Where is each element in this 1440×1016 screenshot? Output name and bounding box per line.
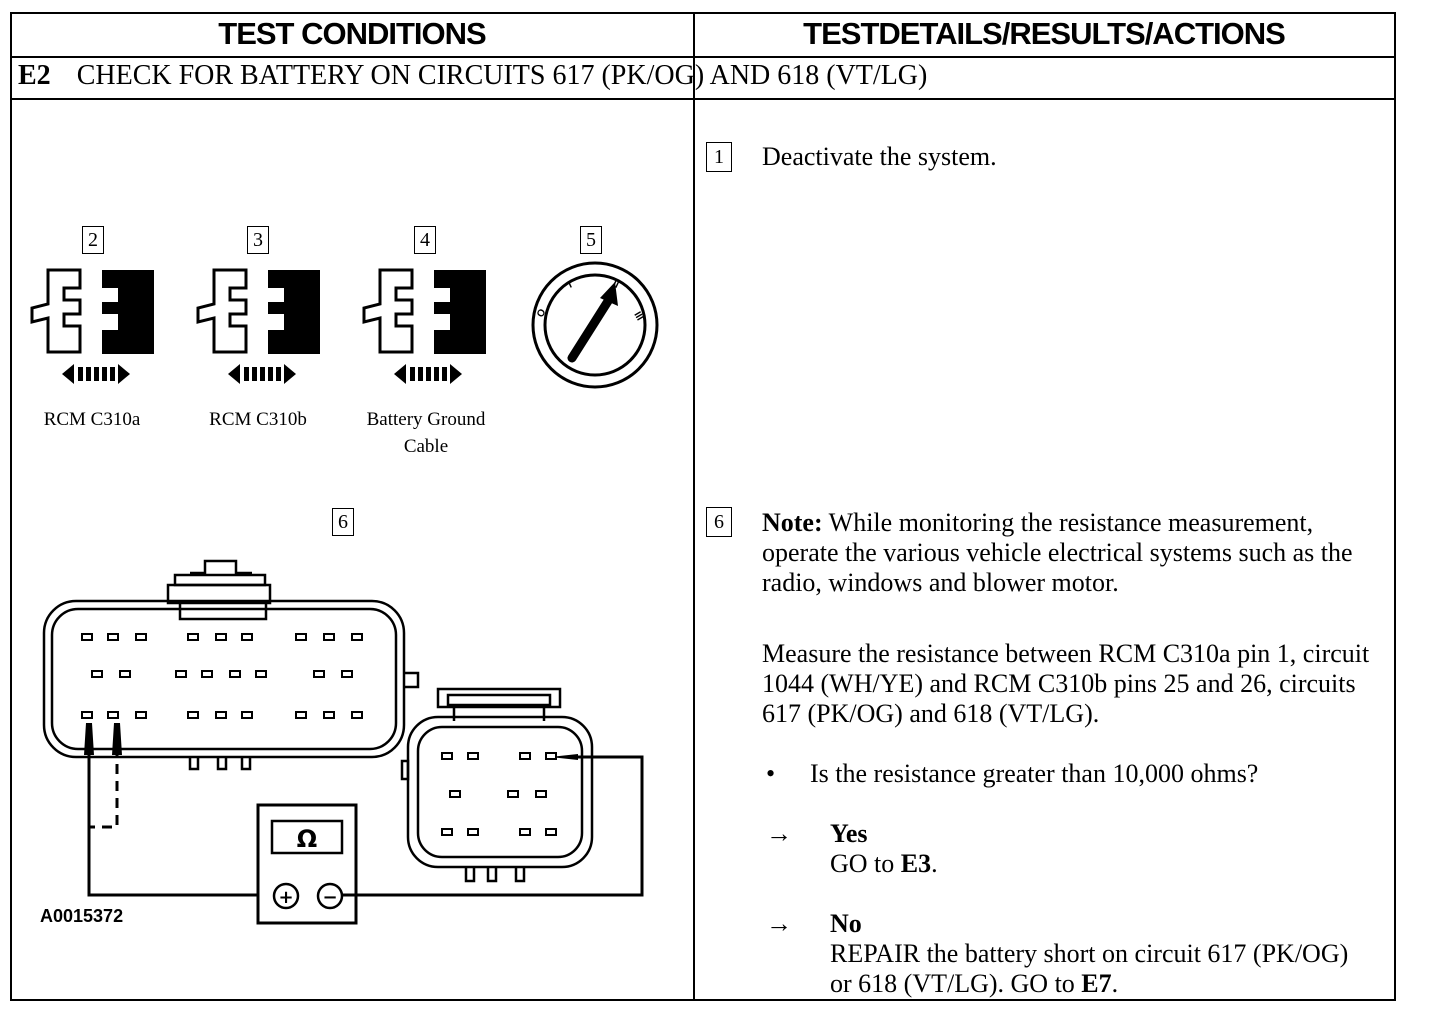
disconnect-icon-battery-ground (362, 268, 486, 384)
yes-action-suffix: . (931, 849, 938, 878)
ignition-switch-icon: O I II III (531, 261, 659, 389)
resistance-test-diagram: Ω + − (42, 559, 644, 925)
caption-battery-ground-line2: Cable (403, 436, 449, 457)
connector-c310b-icon (400, 687, 594, 883)
no-action-suffix: . (1111, 969, 1119, 998)
step-6-measure: Measure the resistance between RCM C310a… (762, 639, 1370, 728)
step-number-6-figure: 6 (332, 508, 354, 536)
step-title-text: CHECK FOR BATTERY ON CIRCUITS 617 (PK/OG… (76, 60, 928, 91)
ignition-pos-2: II (611, 279, 621, 291)
step-number-4: 4 (414, 226, 436, 254)
ohmmeter-icon: Ω + − (256, 803, 358, 925)
caption-battery-ground-line1: Battery Ground (366, 409, 486, 430)
connector-c310a-icon (42, 559, 420, 771)
header-test-conditions: TEST CONDITIONS (218, 16, 486, 51)
note-label: Note: (762, 508, 823, 537)
yes-action-link[interactable]: E3 (900, 849, 932, 878)
no-action-link[interactable]: E7 (1081, 969, 1112, 998)
column-divider (693, 14, 695, 999)
step-title: E2 CHECK FOR BATTERY ON CIRCUITS 617 (PK/… (18, 60, 927, 92)
header-divider (12, 56, 1394, 58)
caption-rcm-c310b: RCM C310b (209, 409, 307, 430)
meter-minus-terminal: − (322, 887, 337, 908)
no-action: REPAIR the battery short on circuit 617 … (830, 939, 1350, 999)
probe-c310a (84, 723, 266, 897)
no-action-prefix: REPAIR the battery short on circuit 617 … (830, 939, 1349, 998)
question-bullet: • (766, 759, 776, 788)
yes-arrow: → (766, 819, 792, 848)
no-label: No (830, 909, 862, 938)
meter-ohm-symbol: Ω (297, 825, 317, 853)
meter-plus-terminal: + (278, 887, 293, 908)
step-number-5: 5 (580, 226, 602, 254)
disconnect-icon-c310b (196, 268, 320, 384)
no-arrow: → (766, 909, 792, 938)
disconnect-icon-c310a (30, 268, 154, 384)
step-1-text: Deactivate the system. (762, 142, 997, 171)
step-number-2: 2 (82, 226, 104, 254)
caption-battery-ground-cable: Battery Ground Cable (346, 406, 506, 460)
step-number-6: 6 (706, 507, 732, 537)
connector-c310b-pins (441, 752, 557, 836)
yes-label: Yes (830, 819, 868, 848)
question-text: Is the resistance greater than 10,000 oh… (810, 759, 1259, 788)
step-code: E2 (18, 60, 51, 91)
header-test-details: TESTDETAILS/RESULTS/ACTIONS (803, 16, 1286, 51)
step-6-note: Note: While monitoring the resistance me… (762, 508, 1387, 598)
ignition-pos-1: I (567, 279, 574, 290)
step-title-divider (12, 98, 1394, 100)
test-table (10, 12, 1396, 1001)
connector-c310a-pins (81, 633, 363, 719)
yes-action-prefix: GO to (830, 849, 901, 878)
note-text: While monitoring the resistance measurem… (762, 508, 1353, 597)
caption-rcm-c310a: RCM C310a (43, 409, 141, 430)
figure-id: A0015372 (40, 906, 124, 926)
yes-action: GO to E3. (830, 849, 938, 879)
step-number-1: 1 (706, 142, 732, 172)
probe-c310b-lead (342, 755, 644, 897)
probe-c310b (550, 754, 578, 760)
step-number-3: 3 (247, 226, 269, 254)
